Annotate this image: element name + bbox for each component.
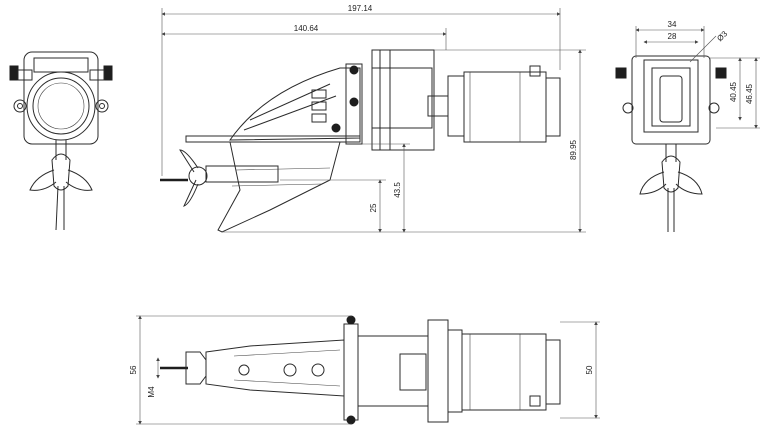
dim-mount-height: 43.5: [393, 182, 402, 198]
dim-hull-length: 140.64: [294, 24, 319, 33]
dim-top-width: 56: [129, 365, 138, 374]
dimension-labels: 197.14 140.64 89.95 43.5 25 34 28 Ø3 40.…: [129, 4, 754, 398]
dim-hole-diameter: Ø3: [715, 29, 729, 43]
dim-shaft-height: 25: [369, 203, 378, 212]
dim-thread-size: M4: [147, 386, 156, 398]
dim-overall-length: 197.14: [348, 4, 373, 13]
front-view: [9, 51, 113, 231]
dimension-lines: [136, 8, 760, 425]
rear-view: [615, 55, 727, 232]
dim-side-height-b: 46.45: [745, 83, 754, 104]
dim-front-width-inner: 28: [668, 32, 677, 41]
dim-total-height: 89.95: [569, 139, 578, 160]
top-view: [160, 315, 561, 425]
side-view: [160, 49, 561, 233]
dim-motor-width: 50: [585, 365, 594, 374]
dim-side-height-a: 40.45: [729, 81, 738, 102]
dim-front-width-outer: 34: [668, 20, 677, 29]
